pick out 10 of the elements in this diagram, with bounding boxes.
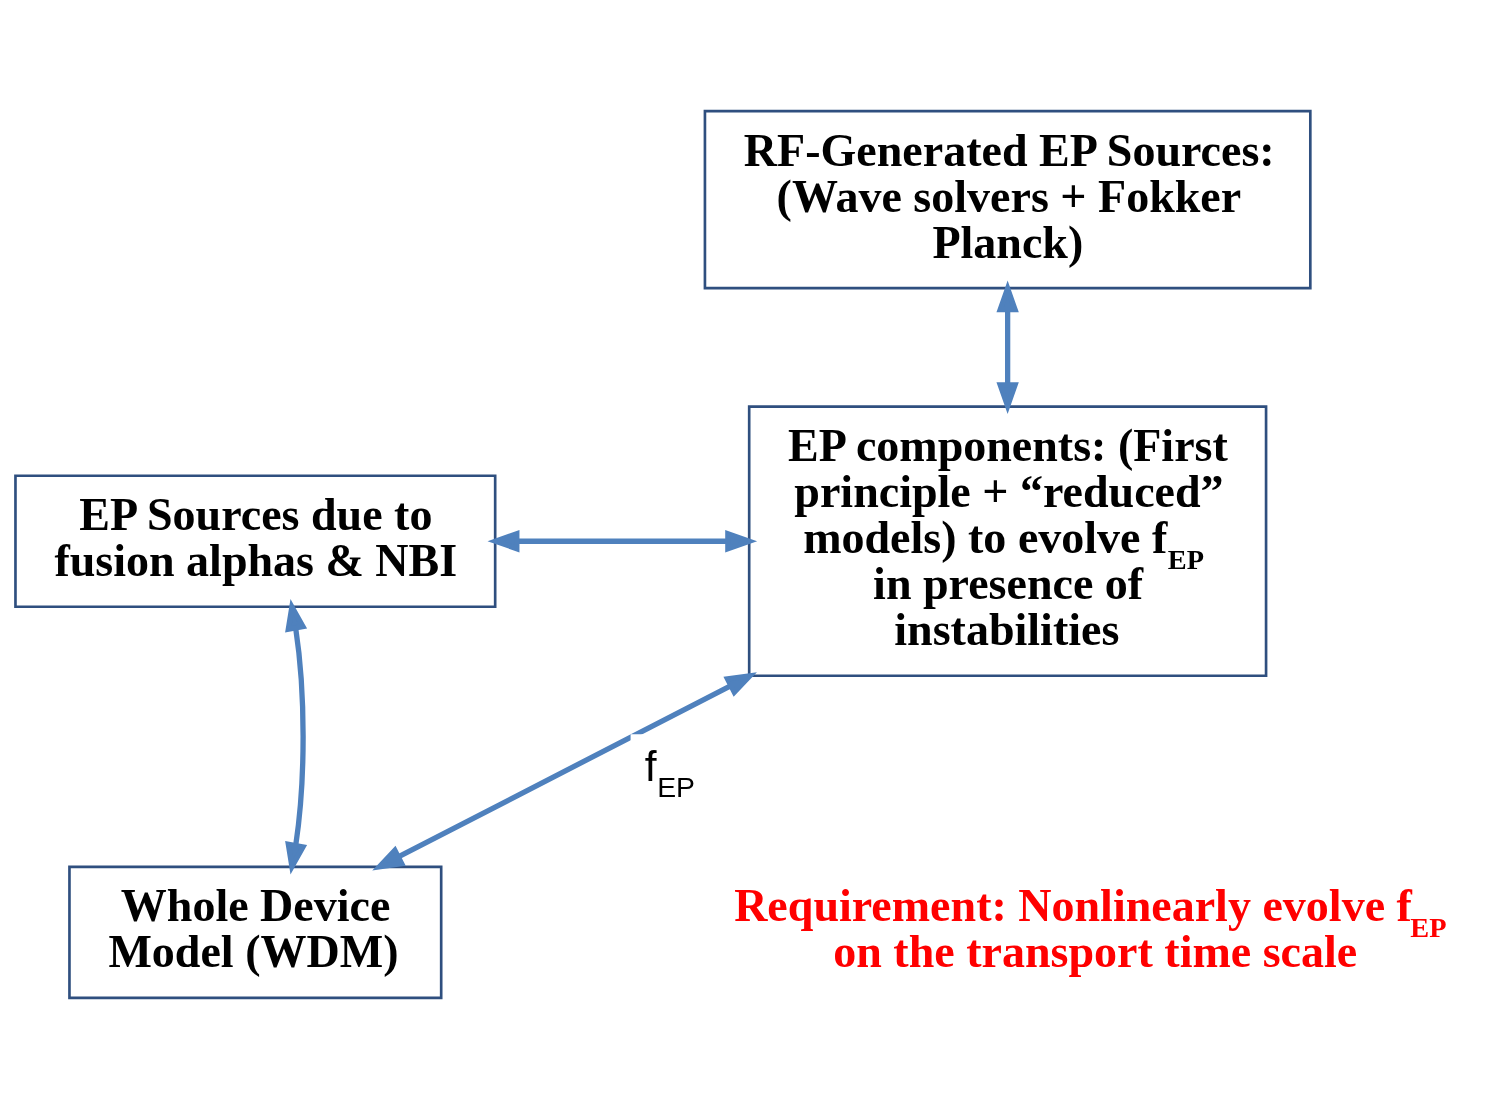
node-box: EP components: (First principle + “reduced” models) to evolve f$_{EP}$ in presence of instabilities xyxy=(747,405,1268,678)
arrow xyxy=(487,530,758,553)
node-box: RF-Generated EP Sources: (Wave solvers + Fokker Planck) xyxy=(703,109,1312,290)
arrow xyxy=(996,280,1019,415)
arrow xyxy=(285,599,308,875)
node-box: EP Sources due to fusion alphas & NBI xyxy=(14,474,497,609)
label: Requirement: Nonlinearly evolve f$_{EP}$ on the transport time scale xyxy=(734,880,1447,978)
arrow xyxy=(372,672,757,871)
node-box: Whole Device Model (WDM) xyxy=(68,865,443,1000)
edge-label: f$_{EP}$ xyxy=(644,742,695,803)
